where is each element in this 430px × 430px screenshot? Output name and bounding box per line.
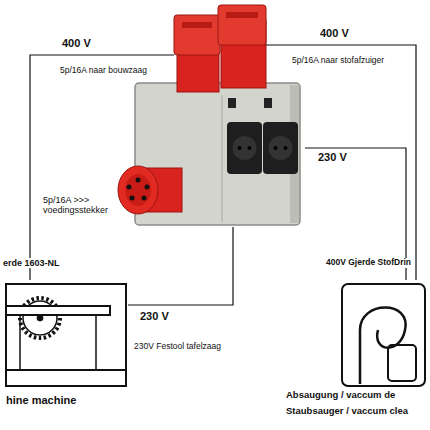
cee-socket-right xyxy=(218,5,266,88)
label-anchor: 230V Festool tafelzaag xyxy=(134,342,221,352)
annotation: 5p/16A naar bouwzaag xyxy=(60,66,147,76)
table-saw-icon xyxy=(6,284,126,386)
vacuum-cleaner: Absaugung / vaccum de Staubsauger / vaccu… xyxy=(284,280,427,425)
voltage-label: 230 V xyxy=(140,310,169,323)
power-cable xyxy=(30,55,115,280)
edge-label-anchor: 230 V xyxy=(140,310,169,323)
distribution-box: 5p/16A >>> voedingsstekker xyxy=(115,5,305,227)
text-anchor: hine machine xyxy=(6,394,126,407)
text-anchor: 5p/16A >>> voedingsstekker xyxy=(43,195,113,216)
text-anchor: Absaugung / vaccum de xyxy=(286,390,425,401)
label-anchor: 5p/16A naar bouwzaag xyxy=(60,66,147,76)
voltage-label: 400 V xyxy=(62,37,91,50)
node-text: Staubsauger / vaccum clea xyxy=(286,406,425,417)
label-anchor: 5p/16A naar stofafzuiger xyxy=(292,56,384,66)
node-text: hine machine xyxy=(6,394,126,407)
edge-label-anchor: 400 V xyxy=(320,27,349,40)
node-text: 5p/16A >>> voedingsstekker xyxy=(43,195,113,216)
voltage-label: 400 V xyxy=(320,27,349,40)
power-cable xyxy=(305,45,416,280)
schuko-sockets xyxy=(227,122,298,174)
text-anchor: Staubsauger / vaccum clea xyxy=(286,406,425,417)
distribution-box xyxy=(135,83,300,225)
node-text: Absaugung / vaccum de xyxy=(286,390,425,401)
cee-socket-left xyxy=(174,15,220,92)
cee-plug xyxy=(118,166,182,214)
annotation: erde 1603-NL xyxy=(3,258,60,268)
label-anchor: erde 1603-NL xyxy=(3,258,60,268)
voltage-label: 230 V xyxy=(318,151,347,164)
annotation: 5p/16A naar stofafzuiger xyxy=(292,56,384,66)
label-anchor: 400V Gjerde StofDrin xyxy=(326,258,411,268)
socket-wires xyxy=(115,45,305,55)
edge-label-anchor: 230 V xyxy=(318,151,347,164)
table-saw: hine machine xyxy=(4,280,128,410)
power-cable xyxy=(128,227,233,305)
vacuum-icon xyxy=(342,284,425,386)
annotation: 400V Gjerde StofDrin xyxy=(326,258,411,268)
annotation: 230V Festool tafelzaag xyxy=(134,342,221,352)
edge-label-anchor: 400 V xyxy=(62,37,91,50)
